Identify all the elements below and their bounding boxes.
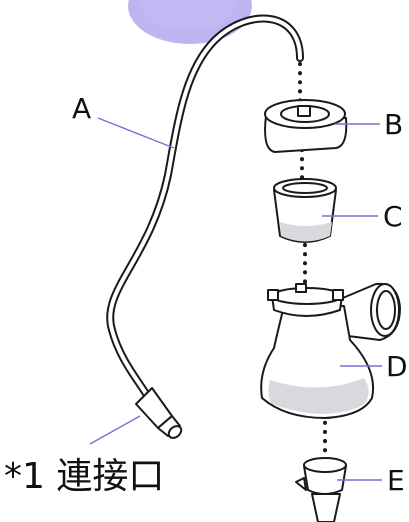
label-a: A: [72, 92, 91, 125]
tube-a: [106, 14, 304, 439]
part-b-cap: [264, 99, 348, 153]
purple-blob: [128, 0, 252, 44]
connector-plug: [135, 387, 183, 439]
label-d: D: [386, 350, 408, 383]
leader-connector: [89, 415, 141, 445]
part-e-nozzle: [295, 457, 347, 522]
part-d-medicine-cup: [260, 282, 401, 419]
label-c: C: [383, 200, 403, 233]
leader-a: [97, 117, 175, 149]
label-b: B: [384, 108, 403, 141]
connector-label: *1 連接口: [4, 456, 164, 497]
part-c-baffle: [273, 178, 337, 243]
label-e: E: [387, 464, 405, 497]
